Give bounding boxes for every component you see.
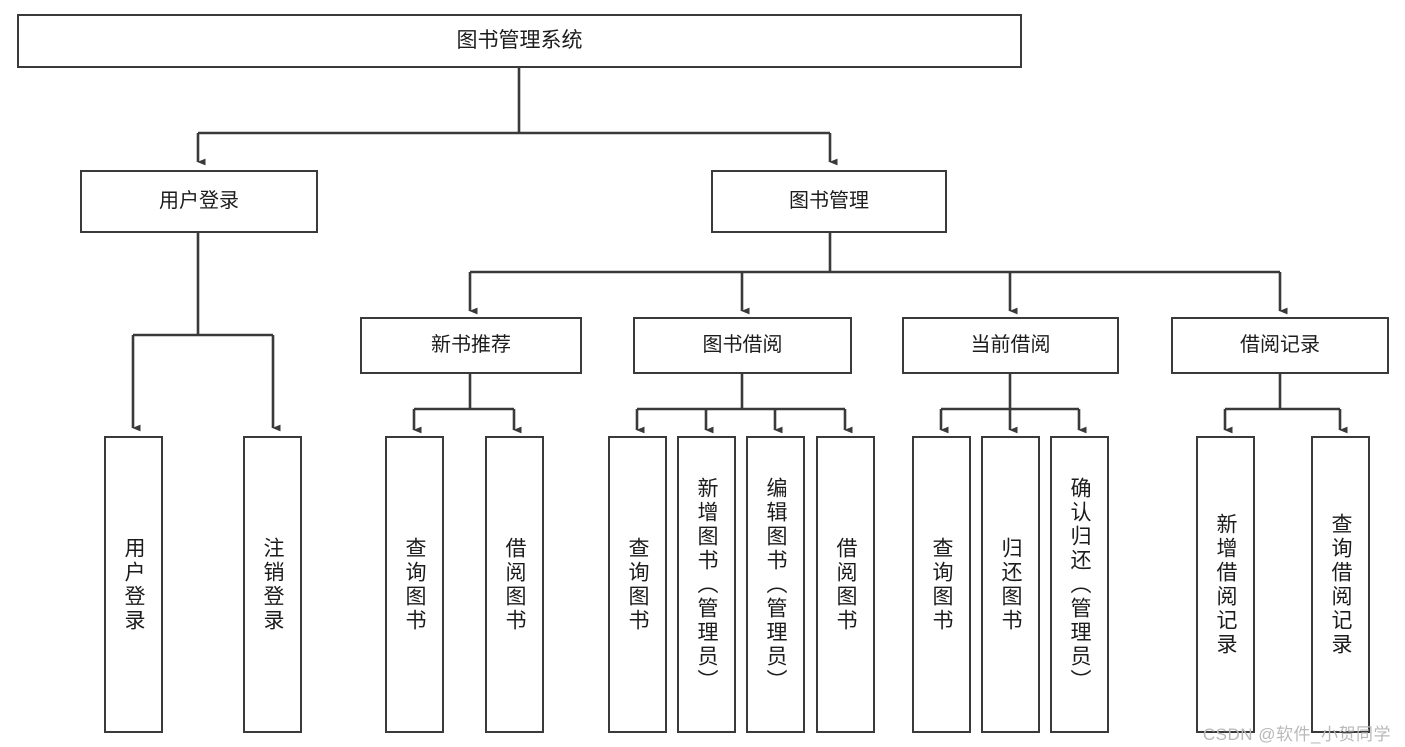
node-book-borrow-label: 图书借阅 — [702, 333, 783, 356]
node-leaf-edit-book[interactable]: 编辑图书（管理员） — [746, 436, 805, 733]
node-leaf-query-book-1[interactable]: 查询图书 — [385, 436, 444, 733]
node-leaf-return-book-label: 归还图书 — [999, 536, 1022, 633]
node-leaf-add-record[interactable]: 新增借阅记录 — [1196, 436, 1255, 733]
node-leaf-borrow-book-2[interactable]: 借阅图书 — [816, 436, 875, 733]
node-leaf-borrow-book-1[interactable]: 借阅图书 — [485, 436, 544, 733]
node-user-login-label: 用户登录 — [159, 189, 239, 212]
node-leaf-add-book[interactable]: 新增图书（管理员） — [677, 436, 736, 733]
node-leaf-user-login-label: 用户登录 — [122, 536, 145, 633]
node-leaf-query-book-1-label: 查询图书 — [403, 536, 426, 633]
node-leaf-logout-login-label: 注销登录 — [261, 536, 284, 633]
node-current-borrow-label: 当前借阅 — [970, 333, 1051, 356]
node-leaf-add-record-label: 新增借阅记录 — [1214, 512, 1237, 657]
node-leaf-query-book-2-label: 查询图书 — [626, 536, 649, 633]
node-leaf-return-book[interactable]: 归还图书 — [981, 436, 1040, 733]
node-borrow-record-label: 借阅记录 — [1240, 333, 1320, 356]
node-leaf-query-record-label: 查询借阅记录 — [1329, 512, 1352, 657]
node-leaf-edit-book-label: 编辑图书（管理员） — [764, 476, 787, 693]
node-leaf-user-login[interactable]: 用户登录 — [104, 436, 163, 733]
node-leaf-query-book-3-label: 查询图书 — [930, 536, 953, 633]
node-leaf-query-record[interactable]: 查询借阅记录 — [1311, 436, 1370, 733]
node-new-book-recommend-label: 新书推荐 — [431, 333, 511, 356]
node-leaf-add-book-label: 新增图书（管理员） — [695, 476, 718, 693]
node-leaf-confirm-return[interactable]: 确认归还（管理员） — [1050, 436, 1109, 733]
csdn-watermark: CSDN @软件_小贺同学 — [1202, 725, 1391, 744]
node-leaf-query-book-2[interactable]: 查询图书 — [608, 436, 667, 733]
node-leaf-borrow-book-2-label: 借阅图书 — [834, 536, 857, 633]
node-leaf-logout-login[interactable]: 注销登录 — [243, 436, 302, 733]
node-leaf-query-book-3[interactable]: 查询图书 — [912, 436, 971, 733]
node-leaf-confirm-return-label: 确认归还（管理员） — [1068, 476, 1091, 693]
node-leaf-borrow-book-1-label: 借阅图书 — [503, 536, 526, 633]
node-book-management[interactable]: 图书管理 — [711, 170, 947, 233]
node-current-borrow[interactable]: 当前借阅 — [902, 317, 1119, 374]
node-new-book-recommend[interactable]: 新书推荐 — [360, 317, 582, 374]
node-root-label: 图书管理系统 — [456, 28, 583, 52]
node-root-system[interactable]: 图书管理系统 — [17, 14, 1022, 68]
node-borrow-record[interactable]: 借阅记录 — [1171, 317, 1389, 374]
node-book-borrow[interactable]: 图书借阅 — [633, 317, 852, 374]
node-user-login[interactable]: 用户登录 — [80, 170, 318, 233]
node-book-management-label: 图书管理 — [789, 189, 869, 212]
